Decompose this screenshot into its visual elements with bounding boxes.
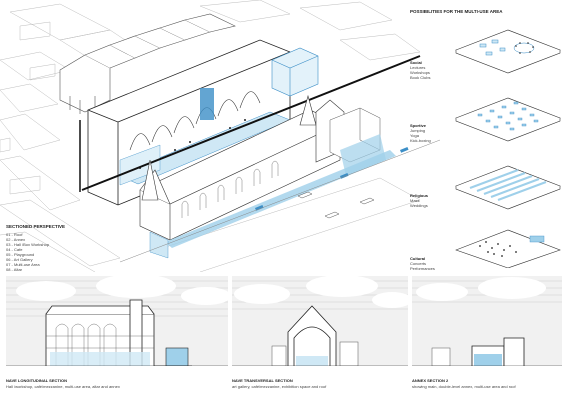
- use-line: Yoga: [410, 133, 419, 138]
- use-line: Mass: [410, 198, 420, 203]
- possibilities-title: POSSIBILITIES FOR THE MULTI-USE AREA: [410, 9, 503, 14]
- section-title: NAVE LONGITUDINAL SECTION: [6, 378, 67, 383]
- legend-item: 01 - Roof: [6, 232, 23, 237]
- nave-longitudinal-section: NAVE LONGITUDINAL SECTION Hall /workshop…: [6, 276, 228, 394]
- legend-item: 03 - Hall /Box Workshop: [6, 242, 50, 247]
- axonometric-perspective: [0, 0, 440, 272]
- legend-item: 07 - Multi-use Area: [6, 262, 40, 267]
- legend-item: 04 - Cafe: [6, 247, 23, 252]
- use-label-religious: Religious Mass Weddings: [410, 193, 428, 208]
- section-caption: art gallery, café/mezzanine, exhibition …: [232, 384, 327, 389]
- use-line: Kick-boxing: [410, 138, 431, 143]
- section-title: ANNEX SECTION 2: [412, 378, 449, 383]
- sectioned-perspective-legend: SECTIONED PERSPECTIVE 01 - Roof 02 - Ann…: [6, 224, 76, 272]
- use-label-social: Social Lectures Workshops Book Clubs: [410, 60, 430, 80]
- use-line: Concerts: [410, 261, 427, 266]
- legend-title: SECTIONED PERSPECTIVE: [6, 224, 66, 229]
- use-line: Weddings: [410, 203, 428, 208]
- section-title: NAVE TRANSVERSAL SECTION: [232, 378, 293, 383]
- legend-item: 06 - Art Gallery: [6, 257, 33, 262]
- legend-item: 02 - Annex: [6, 237, 26, 242]
- use-label-cultural: Cultural Concerts Performances: [410, 256, 435, 271]
- section-caption: showing main, double-level annex, multi-…: [412, 384, 516, 389]
- use-line: Book Clubs: [410, 75, 431, 80]
- use-line: Workshops: [410, 70, 430, 75]
- use-label-sportive: Sportive Jumping Yoga Kick-boxing: [410, 123, 431, 143]
- use-name: Religious: [410, 193, 429, 198]
- legend-item: 05 - Playground: [6, 252, 35, 257]
- use-name: Sportive: [410, 123, 427, 128]
- use-diagrams: [450, 18, 566, 268]
- use-line: Performances: [410, 266, 435, 271]
- use-name: Cultural: [410, 256, 426, 261]
- use-line: Jumping: [410, 128, 426, 133]
- legend-item: 08 - Altar: [6, 267, 23, 272]
- nave-transversal-section: NAVE TRANSVERSAL SECTION art gallery, ca…: [232, 276, 408, 394]
- annex-section: ANNEX SECTION 2 showing main, double-lev…: [412, 276, 562, 394]
- use-name: Social: [410, 60, 422, 65]
- use-line: Lectures: [410, 65, 426, 70]
- section-caption: Hall /workshop, café/mezzanine, multi-us…: [6, 384, 120, 389]
